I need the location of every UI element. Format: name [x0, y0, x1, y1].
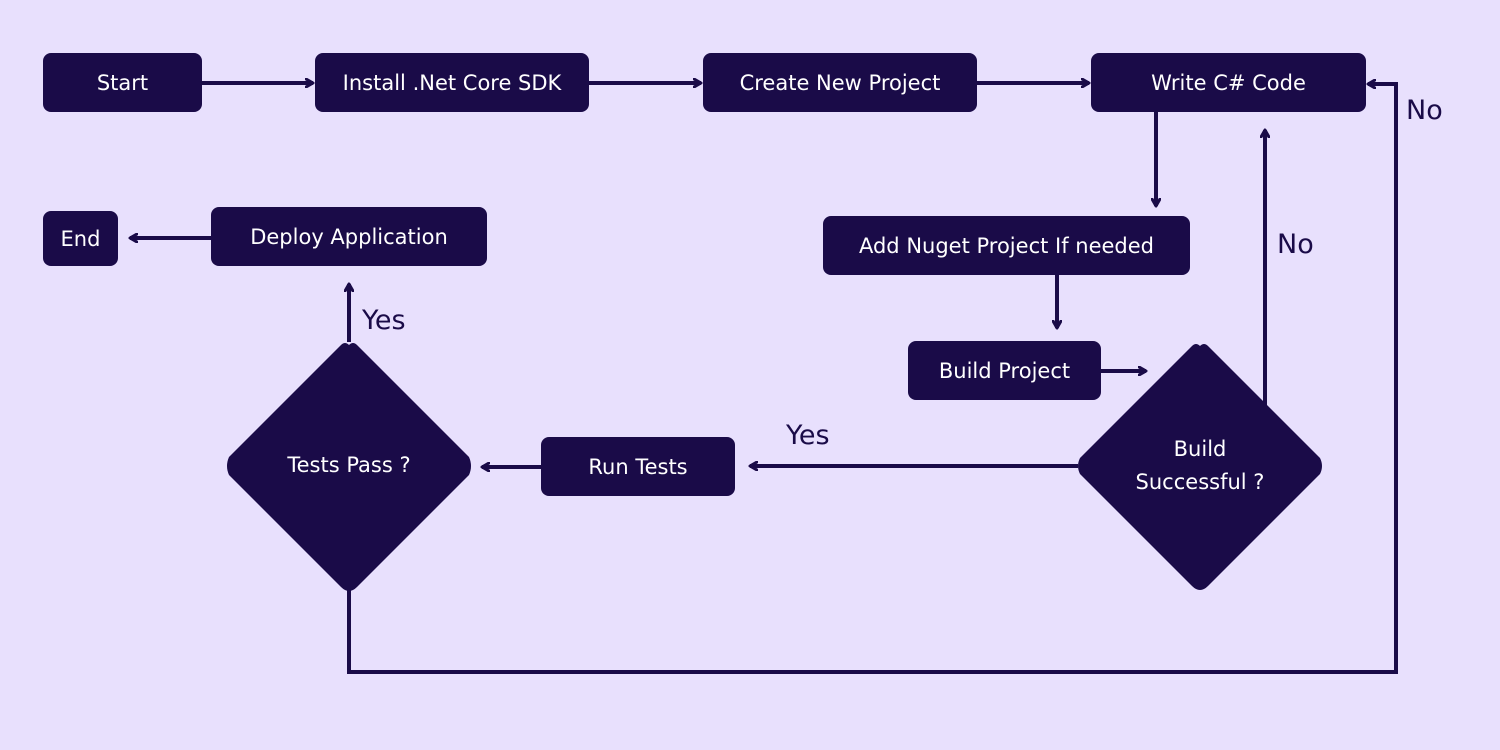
build-project-node: Build Project	[908, 341, 1101, 400]
tests-yes-label: Yes	[362, 305, 406, 336]
run-tests-node: Run Tests	[541, 437, 735, 496]
add-nuget-node: Add Nuget Project If needed	[823, 216, 1190, 275]
decision-build-successful	[1078, 344, 1322, 590]
build-successful-label: Build Successful ?	[1100, 433, 1300, 499]
install-sdk-node: Install .Net Core SDK	[315, 53, 589, 112]
arrow-tests-no-to-write	[347, 84, 1398, 674]
decision-tests-pass	[227, 343, 471, 591]
write-code-node: Write C# Code	[1091, 53, 1366, 112]
deploy-node: Deploy Application	[211, 207, 487, 266]
build-successful-line2: Successful ?	[1135, 470, 1265, 494]
tests-pass-label: Tests Pass ?	[287, 453, 411, 477]
tests-no-label: No	[1406, 95, 1443, 126]
build-yes-label: Yes	[786, 420, 830, 451]
build-successful-line1: Build	[1173, 437, 1227, 461]
create-project-node: Create New Project	[703, 53, 977, 112]
end-node: End	[43, 211, 118, 266]
build-no-label: No	[1277, 229, 1314, 260]
start-node: Start	[43, 53, 202, 112]
